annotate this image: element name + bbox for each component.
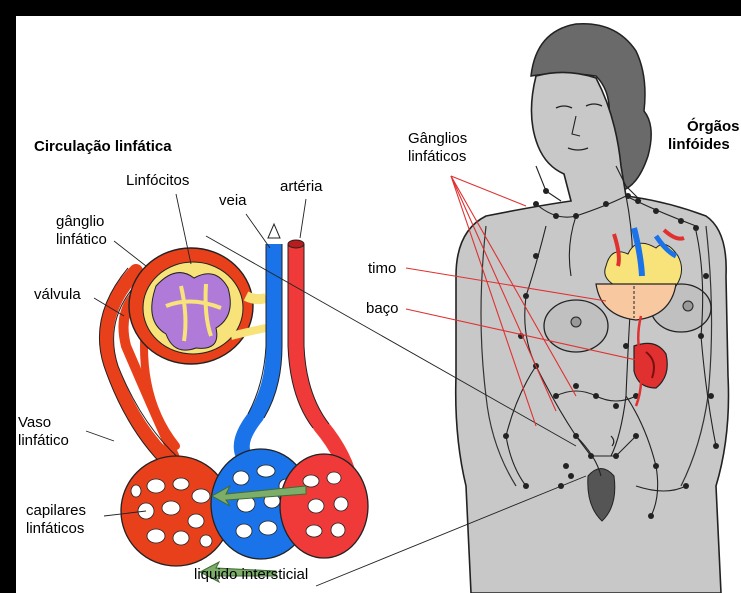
vessel-label-line1: Vaso [18, 414, 51, 431]
spleen-label: baço [366, 300, 399, 317]
lymph-node [129, 248, 253, 364]
blood-capillaries-arterial [280, 454, 368, 558]
ganglion-label-line1: gânglio [56, 213, 104, 230]
lymph-nodes-label-line2: linfáticos [408, 148, 466, 165]
organs-title-line1: Órgãos [687, 118, 740, 135]
figure-panel: Circulação linfática Órgãos linfóides Li… [16, 16, 741, 593]
vein-label: veia [219, 192, 247, 209]
vessel-label-line2: linfático [18, 432, 69, 449]
capillaries-label-line1: capilares [26, 502, 86, 519]
capillaries-label-line2: linfáticos [26, 520, 84, 537]
human-figure [456, 24, 729, 593]
valve-label: válvula [34, 286, 81, 303]
lymphocytes-label: Linfócitos [126, 172, 189, 189]
thymus-label: timo [368, 260, 396, 277]
organs-title-line2: linfóides [668, 136, 730, 153]
artery-label: artéria [280, 178, 323, 195]
interstitial-fluid-label: liquido intersticial [194, 566, 308, 583]
lymph-nodes-label-line1: Gânglios [408, 130, 467, 147]
vein [242, 244, 274, 456]
circulation-title: Circulação linfática [34, 138, 172, 155]
circulation-diagram [99, 224, 368, 582]
ganglion-label-line2: linfático [56, 231, 107, 248]
